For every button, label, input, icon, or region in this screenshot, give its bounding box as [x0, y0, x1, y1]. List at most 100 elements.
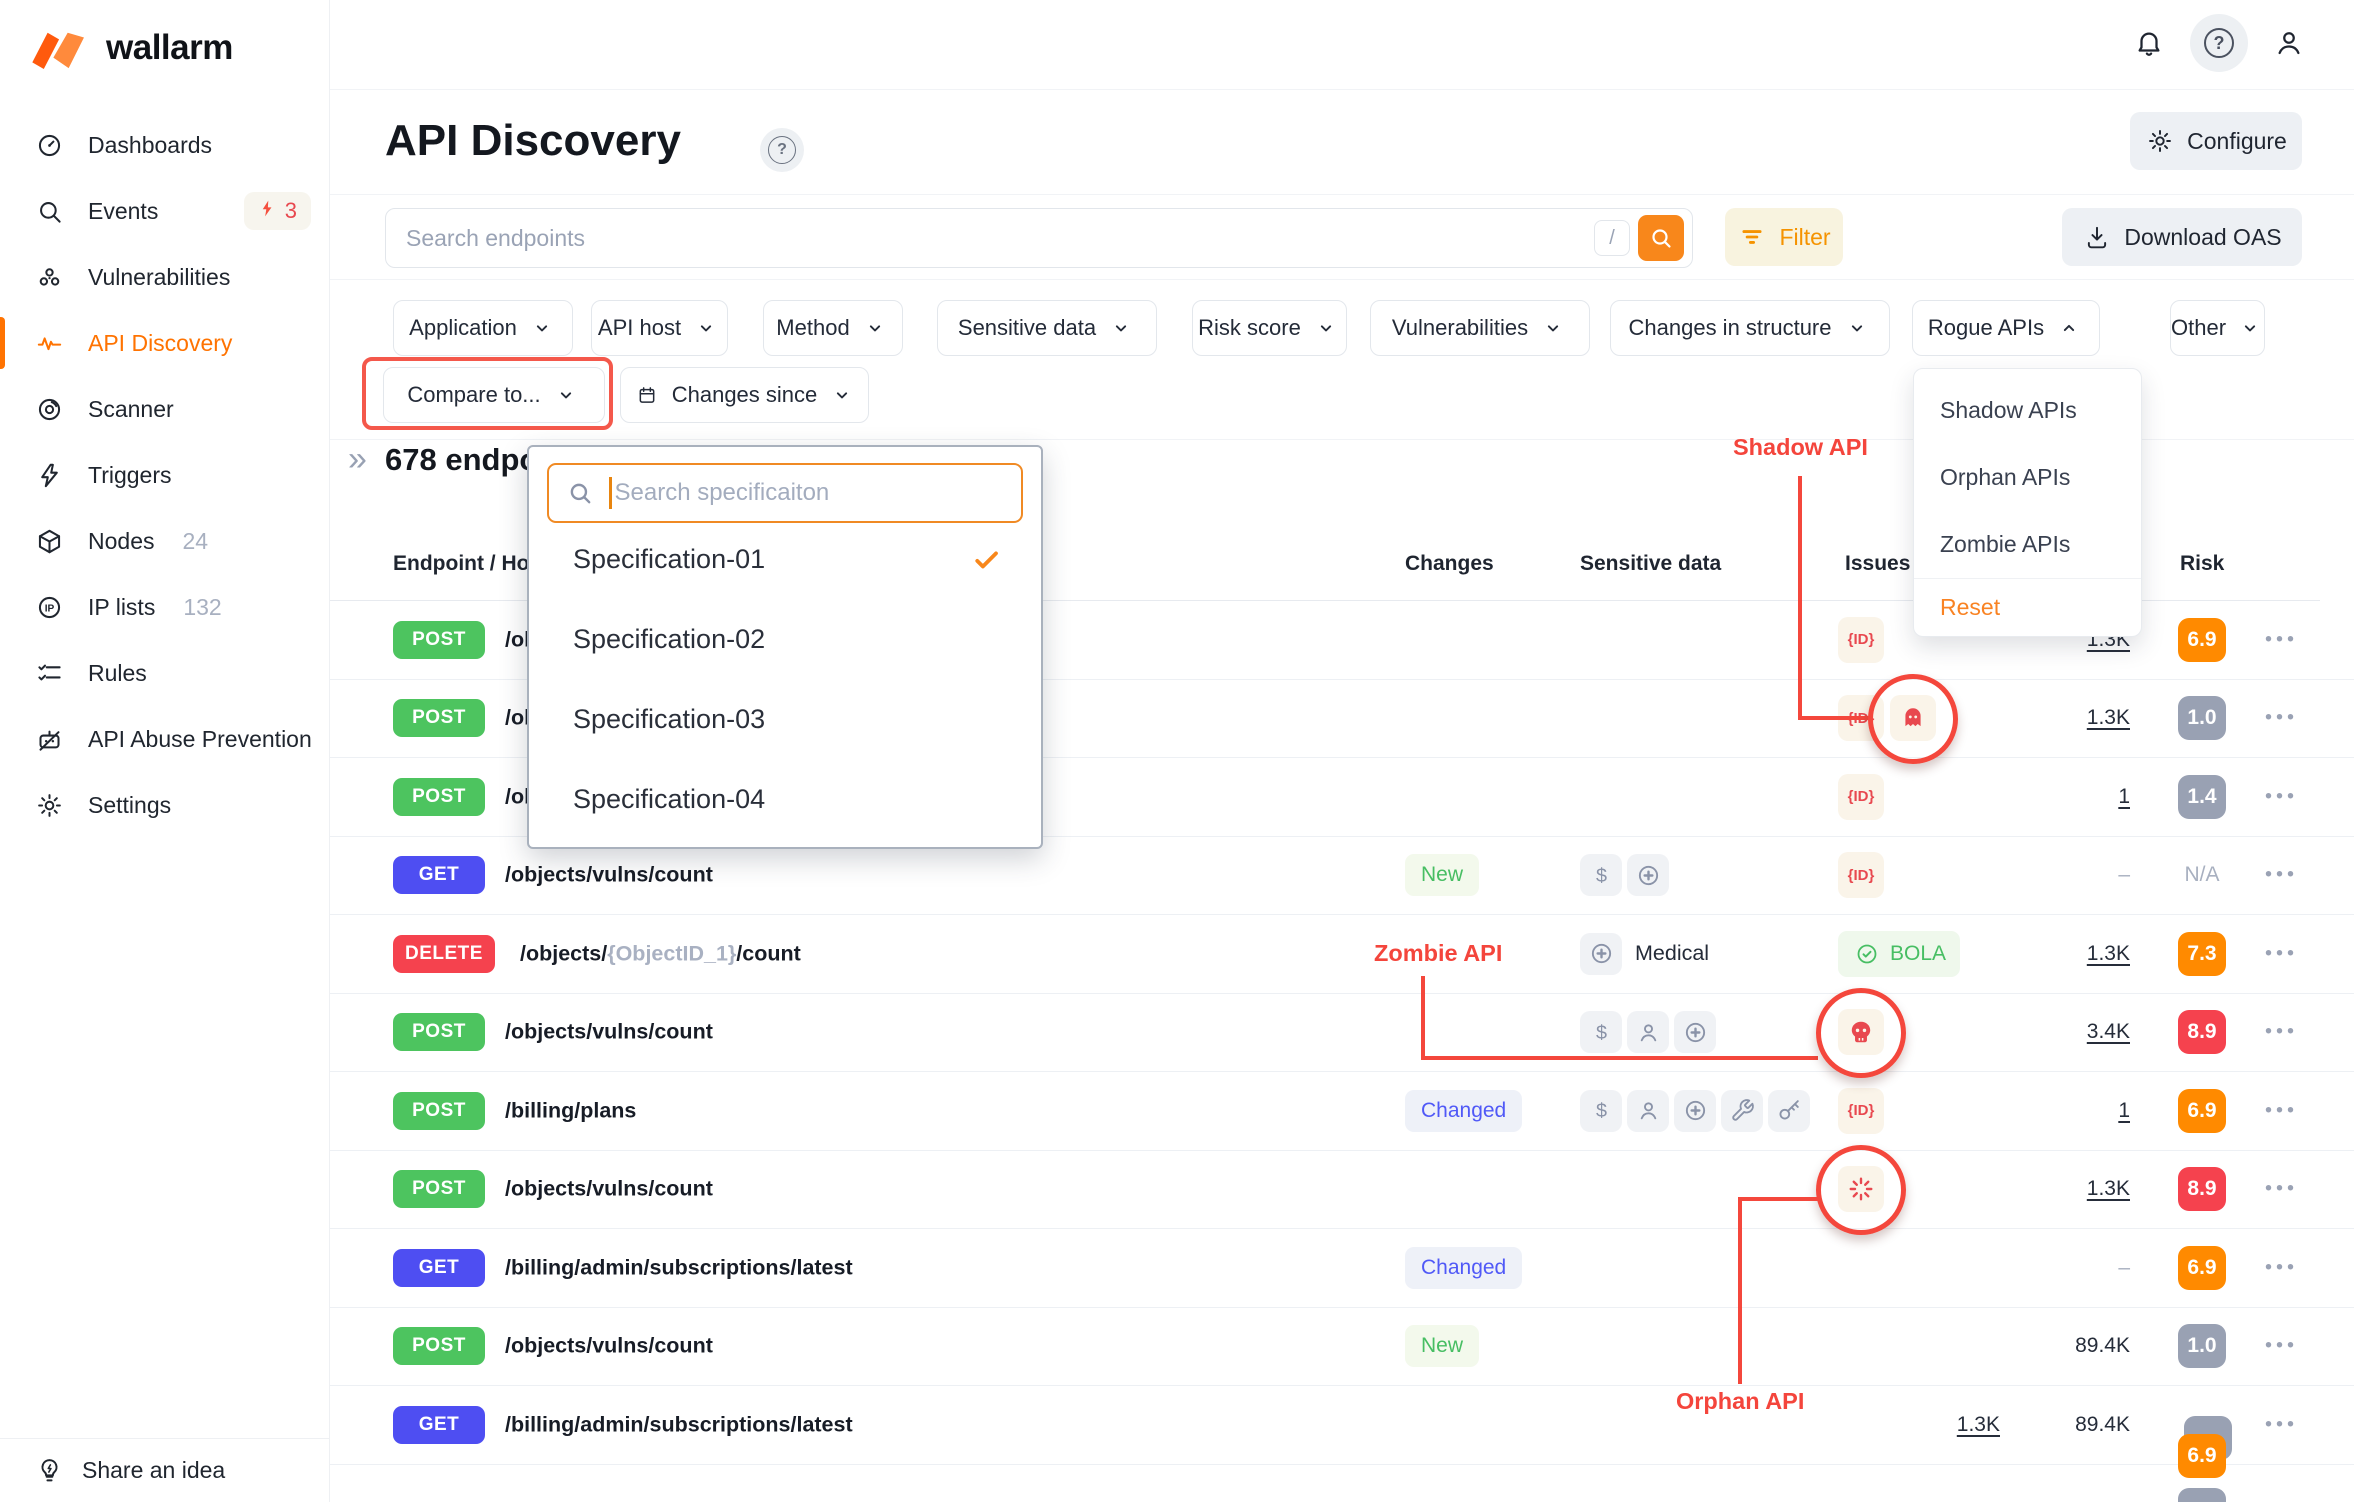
- configure-button[interactable]: Configure: [2130, 112, 2302, 170]
- row-actions-button[interactable]: •••: [2265, 1099, 2299, 1122]
- sidebar-item-vulnerabilities[interactable]: Vulnerabilities: [0, 244, 329, 310]
- spec-option[interactable]: Specification-03: [529, 679, 1041, 759]
- issues-count-link[interactable]: 1.3K: [1956, 1412, 2000, 1436]
- filter-chip-vulnerabilities[interactable]: Vulnerabilities: [1370, 300, 1590, 356]
- row-actions-button[interactable]: •••: [2265, 785, 2299, 808]
- column-header-endpoint-host: Endpoint / Host: [393, 552, 549, 575]
- filter-chip-method[interactable]: Method: [763, 300, 903, 356]
- triggers-icon: [34, 460, 64, 490]
- specification-search-placeholder: Search specificaiton: [614, 479, 830, 506]
- row-actions-button[interactable]: •••: [2265, 863, 2299, 886]
- person-icon: [1627, 1011, 1669, 1054]
- filter-chip-api-host[interactable]: API host: [591, 300, 728, 356]
- sensitive-data-cell: Medical: [1580, 932, 1709, 975]
- funnel-icon: [1737, 222, 1767, 252]
- nodes-icon: [34, 526, 64, 556]
- search-submit-button[interactable]: [1638, 215, 1684, 261]
- filter-button[interactable]: Filter: [1725, 208, 1843, 266]
- spec-option[interactable]: Specification-02: [529, 599, 1041, 679]
- share-an-idea-button[interactable]: Share an idea: [0, 1438, 329, 1502]
- changes-badge: Changed: [1405, 1246, 1523, 1289]
- help-button[interactable]: ?: [2190, 14, 2248, 72]
- user-account-button[interactable]: [2260, 14, 2318, 72]
- share-an-idea-label: Share an idea: [82, 1457, 226, 1483]
- page-title: API Discovery: [385, 116, 681, 165]
- dollar-icon: $: [1580, 1089, 1622, 1132]
- method-badge: GET: [393, 1248, 485, 1287]
- spec-option[interactable]: Specification-01: [529, 519, 1041, 599]
- compare-to-dropdown[interactable]: Compare to...: [383, 367, 605, 423]
- row-actions-button[interactable]: •••: [2265, 1177, 2299, 1200]
- download-oas-button[interactable]: Download OAS: [2062, 208, 2302, 266]
- row-actions-button[interactable]: •••: [2265, 1413, 2299, 1436]
- sidebar-item-api-abuse-prevention[interactable]: API Abuse Prevention: [0, 706, 329, 772]
- endpoint-path: /billing/plans: [505, 1098, 637, 1123]
- id-issue-icon: {ID}: [1838, 852, 1884, 899]
- hits-count-link[interactable]: 1: [2118, 784, 2130, 808]
- sidebar-item-settings[interactable]: Settings: [0, 772, 329, 838]
- specification-search-input[interactable]: Search specificaiton: [547, 463, 1023, 523]
- topbar: ?: [330, 0, 2354, 90]
- sidebar-item-scanner[interactable]: Scanner: [0, 376, 329, 442]
- hits-count-link[interactable]: 1.3K: [2086, 941, 2130, 965]
- rogue-menu-item-shadow-apis[interactable]: Shadow APIs: [1940, 397, 2077, 423]
- sidebar-item-label: API Abuse Prevention: [88, 725, 312, 752]
- row-actions-button[interactable]: •••: [2265, 942, 2299, 965]
- rogue-menu-item-zombie-apis[interactable]: Zombie APIs: [1940, 531, 2071, 557]
- hits-count-link[interactable]: 3.4K: [2086, 1020, 2130, 1044]
- sidebar-item-triggers[interactable]: Triggers: [0, 442, 329, 508]
- filter-chip-application[interactable]: Application: [393, 300, 573, 356]
- issues-cell: {ID}: [1838, 616, 1884, 663]
- filter-chip-risk-score[interactable]: Risk score: [1192, 300, 1347, 356]
- rogue-menu-item-orphan-apis[interactable]: Orphan APIs: [1940, 464, 2071, 490]
- sidebar-item-rules[interactable]: Rules: [0, 640, 329, 706]
- download-icon: [2082, 222, 2112, 252]
- notifications-bell-button[interactable]: [2120, 14, 2178, 72]
- id-issue-icon: {ID}: [1838, 1087, 1884, 1134]
- sidebar-item-api-discovery[interactable]: API Discovery: [0, 310, 329, 376]
- row-actions-button[interactable]: •••: [2265, 1020, 2299, 1043]
- changes-since-dropdown[interactable]: Changes since: [620, 367, 869, 423]
- spec-option-label: Specification-03: [573, 703, 766, 734]
- hits-count-link[interactable]: 1.3K: [2086, 706, 2130, 730]
- dashboards-icon: [34, 130, 64, 160]
- filter-chip-rogue-apis[interactable]: Rogue APIs: [1912, 300, 2100, 356]
- filter-chip-changes-in-structure[interactable]: Changes in structure: [1610, 300, 1890, 356]
- filter-chip-sensitive-data[interactable]: Sensitive data: [937, 300, 1157, 356]
- spec-option[interactable]: Specification-04: [529, 759, 1041, 839]
- row-actions-button[interactable]: •••: [2265, 1256, 2299, 1279]
- wallarm-logo[interactable]: wallarm: [30, 26, 233, 70]
- changes-since-label: Changes since: [671, 382, 818, 407]
- hits-count-link[interactable]: 1.3K: [2086, 1177, 2130, 1201]
- table-row[interactable]: [330, 1465, 2354, 1502]
- row-actions-button[interactable]: •••: [2265, 628, 2299, 651]
- sidebar-item-dashboards[interactable]: Dashboards: [0, 112, 329, 178]
- title-help-button[interactable]: ?: [760, 128, 804, 172]
- rogue-menu-reset[interactable]: Reset: [1914, 578, 2141, 636]
- search-endpoints-input[interactable]: Search endpoints /: [385, 208, 1693, 268]
- filter-chip-other[interactable]: Other: [2170, 300, 2265, 356]
- collapse-panel-button[interactable]: »: [348, 440, 367, 478]
- risk-badge: 6.9: [2178, 617, 2226, 662]
- row-actions-button[interactable]: •••: [2265, 706, 2299, 729]
- hits-count-link[interactable]: 1: [2118, 1098, 2130, 1122]
- risk-badge: 1.4: [2178, 774, 2226, 819]
- row-actions-button[interactable]: •••: [2265, 1334, 2299, 1357]
- orphan-api-icon: [1838, 1166, 1884, 1213]
- endpoint-path: /objects/vulns/count: [505, 1333, 713, 1358]
